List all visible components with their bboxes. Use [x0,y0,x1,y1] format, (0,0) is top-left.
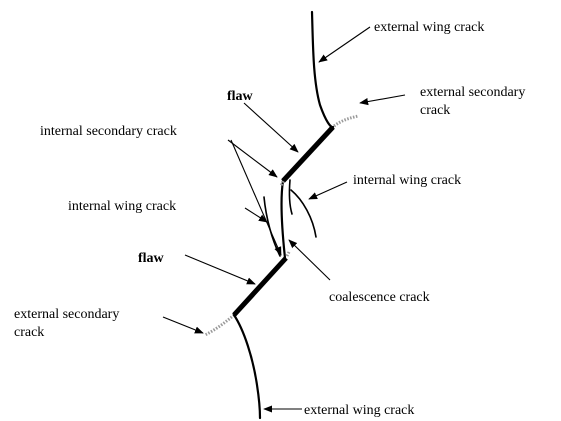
arrow-external-wing-crack-top [318,26,371,63]
lower-external-wing-crack [232,313,262,420]
arrow-internal-secondary-crack-2 [230,139,282,256]
label-internal-wing-crack-right: internal wing crack [353,173,461,188]
arrow-flaw-top [243,102,299,153]
lower-external-secondary-crack [204,313,235,337]
internal-secondary-crack-lower [285,251,291,257]
upper-external-secondary-crack [333,114,359,128]
arrow-external-secondary-crack-bottom [162,316,204,334]
label-external-wing-crack-top: external wing crack [374,20,484,35]
arrow-internal-wing-crack-left [244,207,268,223]
arrow-internal-wing-crack-right [308,181,348,200]
label-flaw-top: flaw [227,89,254,104]
arrow-coalescence-crack [288,239,331,281]
label-external-secondary-crack-bottom-line2: crack [14,325,44,340]
label-external-secondary-crack-bottom-line1: external secondary [14,307,119,322]
label-internal-secondary-crack: internal secondary crack [40,124,177,139]
internal-wing-crack-right [290,189,317,238]
label-flaw-bottom: flaw [138,251,165,266]
arrow-internal-secondary-crack-1 [227,139,278,178]
coalescence-crack [280,179,287,260]
label-external-wing-crack-bottom: external wing crack [304,403,414,418]
internal-secondary-crack-upper [279,180,285,187]
label-internal-wing-crack-left: internal wing crack [68,199,176,214]
upper-external-wing-crack [310,10,335,129]
upper-flaw [281,125,335,183]
lower-flaw [232,256,288,317]
arrow-external-secondary-crack-top [359,94,406,106]
internal-wing-crack-right-branch [288,179,293,215]
label-external-secondary-crack-top-line1: external secondary [420,85,525,100]
label-coalescence-crack: coalescence crack [329,290,430,305]
label-external-secondary-crack-top-line2: crack [420,103,450,118]
arrow-flaw-bottom [184,254,256,285]
